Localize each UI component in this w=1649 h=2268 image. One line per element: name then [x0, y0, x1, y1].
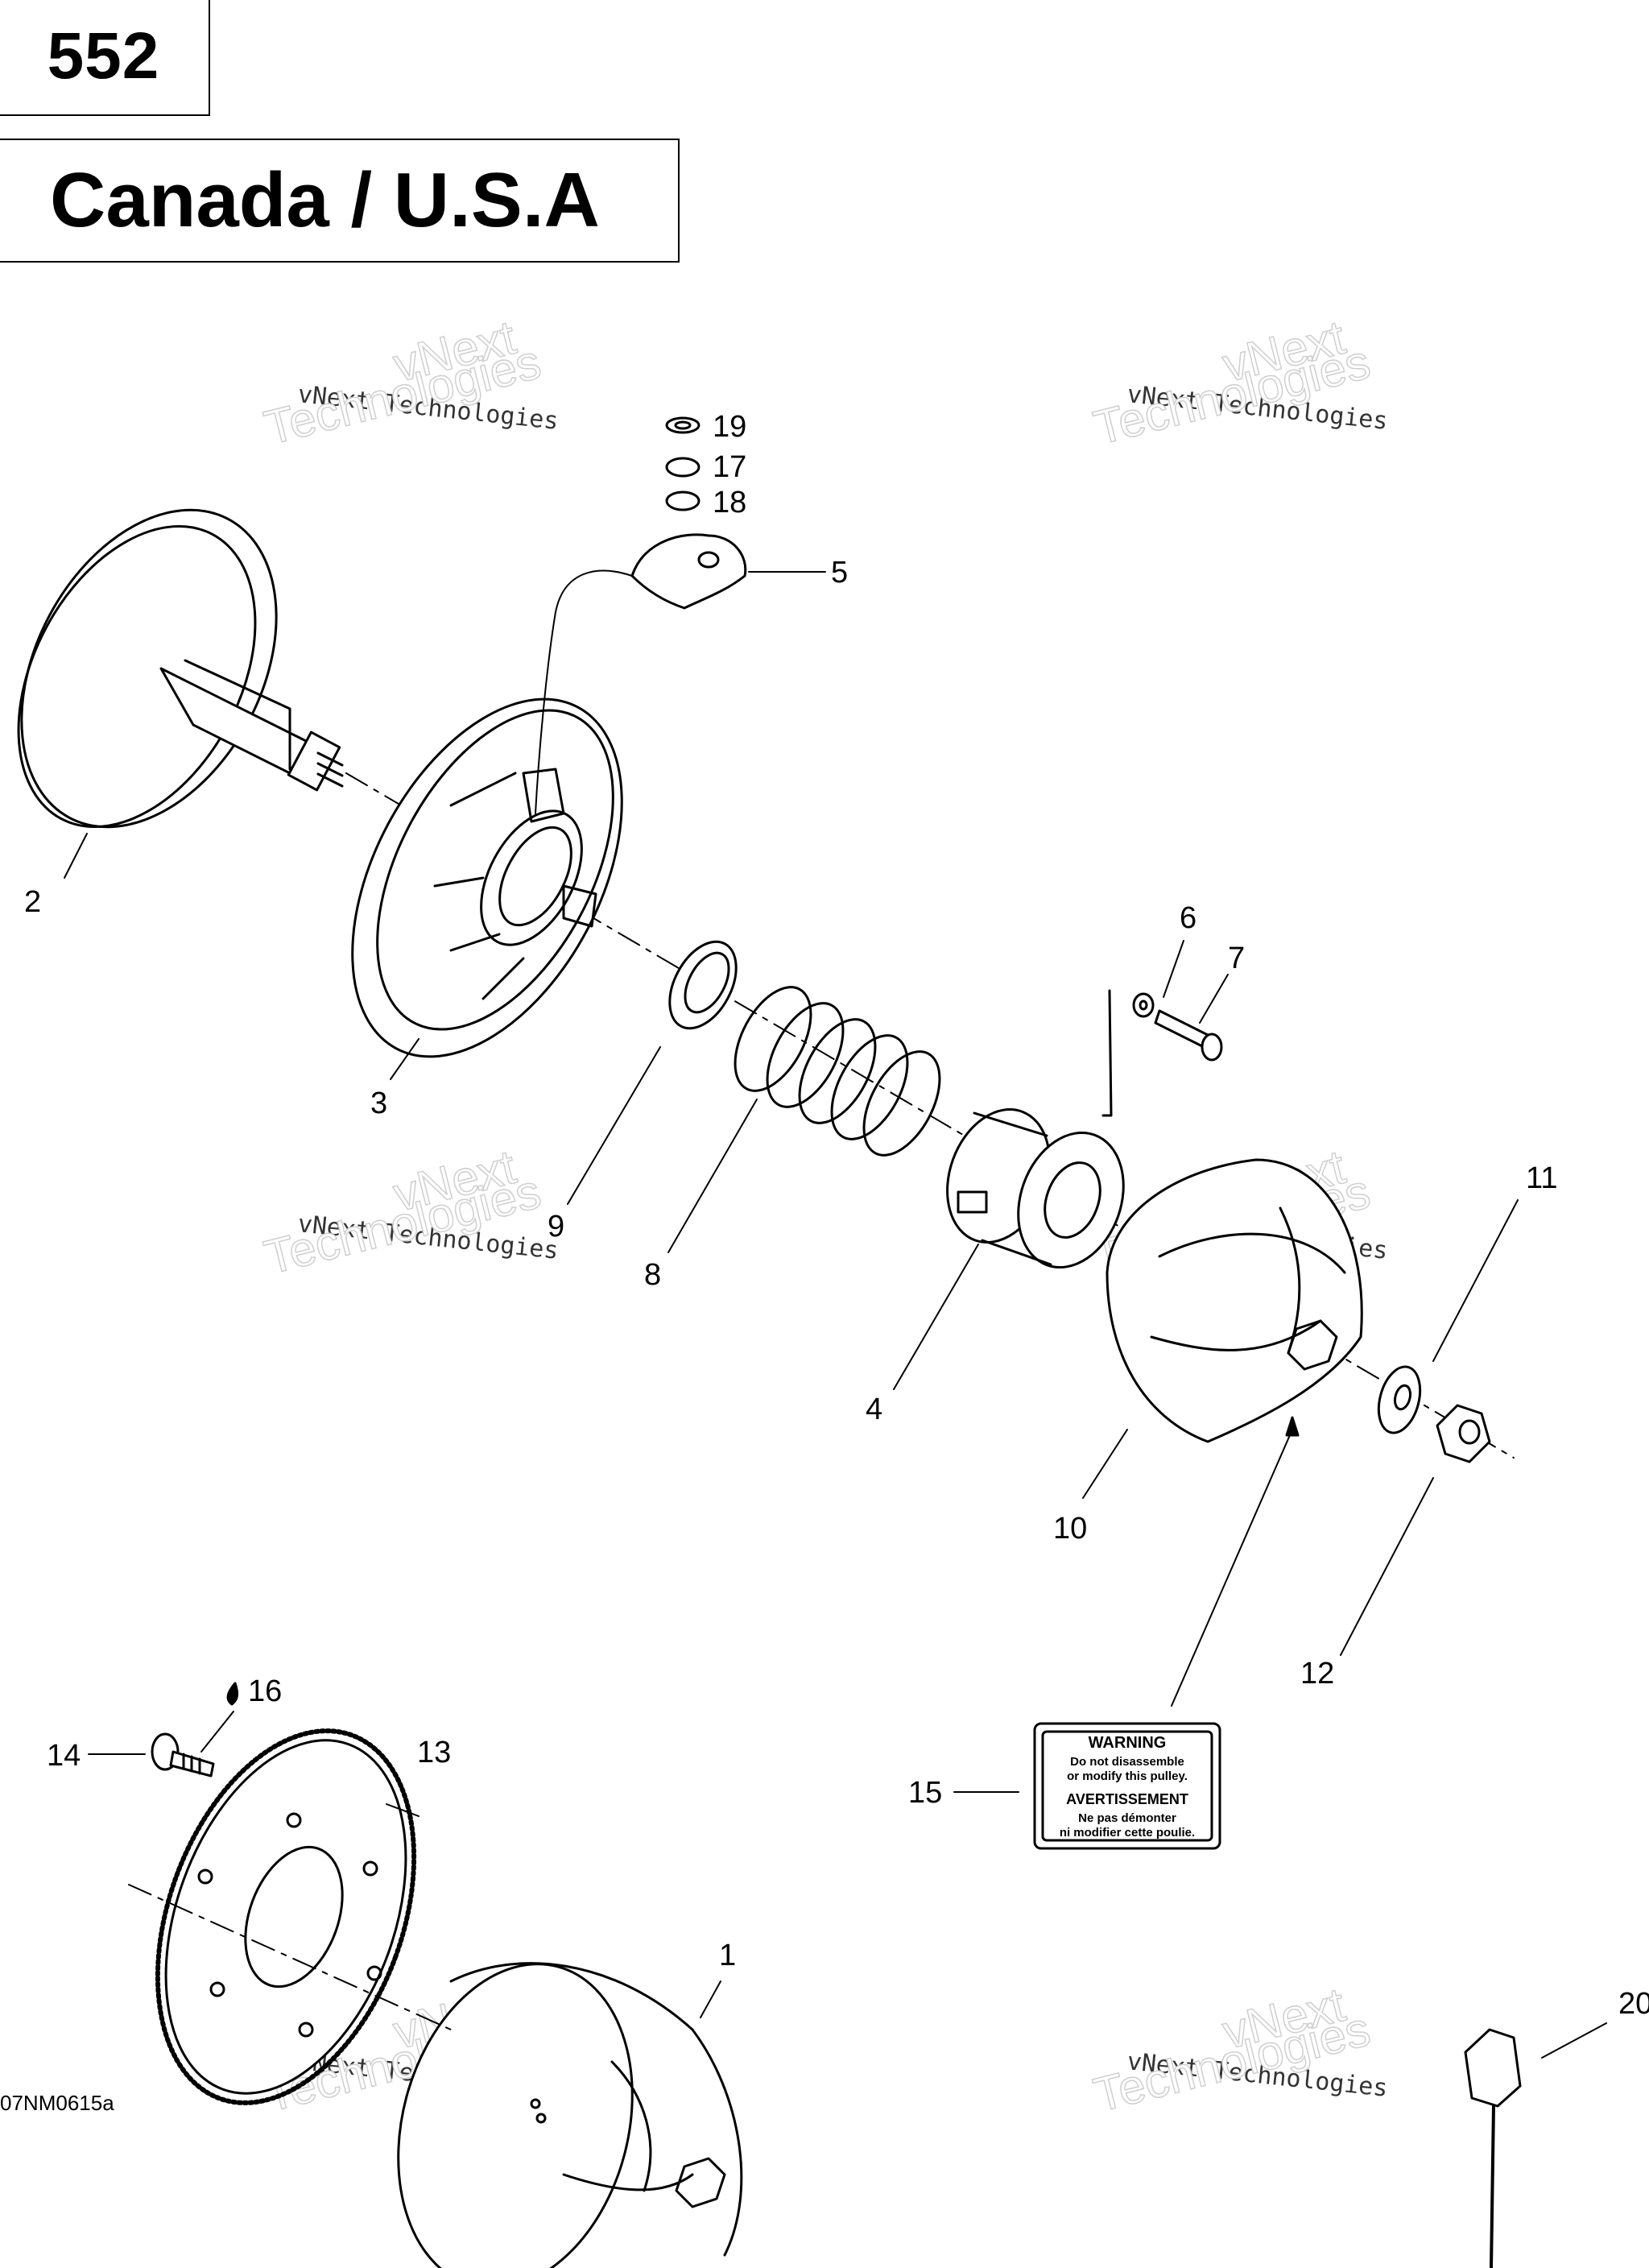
part-11-washer [1377, 1365, 1422, 1434]
region-title: Canada / U.S.A [50, 157, 600, 243]
part-16-drop-icon [226, 1682, 239, 1706]
callout-15: 15 [908, 1776, 942, 1810]
callout-7: 7 [1228, 942, 1245, 975]
part-5-cam-slider [535, 533, 747, 814]
part-4-cam [946, 1108, 1125, 1269]
warning-line-fr-1: Ne pas démonter [1078, 1811, 1176, 1825]
callout-3: 3 [370, 1086, 387, 1120]
callout-4: 4 [866, 1393, 882, 1426]
part-9-retainer-ring [668, 940, 738, 1030]
parts-6-7-washer-screw [1101, 989, 1223, 1117]
part-8-spring [734, 986, 941, 1157]
callout-18: 18 [713, 486, 746, 519]
callout-17: 17 [713, 450, 746, 484]
callout-9: 9 [548, 1210, 564, 1244]
callout-19: 19 [713, 410, 746, 444]
callout-6: 6 [1180, 901, 1196, 935]
callout-14: 14 [47, 1739, 81, 1773]
callout-20: 20 [1618, 1987, 1649, 2021]
warning-line-en-2: or modify this pulley. [1067, 1769, 1188, 1783]
callout-16: 16 [248, 1674, 282, 1708]
figure-code: 07NM0615a [0, 2091, 114, 2115]
part-1-drive-pulley [397, 1962, 743, 2268]
callout-1: 1 [719, 1939, 736, 1972]
part-14-screw [151, 1732, 215, 1778]
callout-13: 13 [417, 1736, 451, 1769]
leader-lines [64, 571, 1607, 2059]
page-number-box: 552 [0, 0, 210, 116]
part-10-cover [1106, 1158, 1363, 1443]
callout-5: 5 [831, 556, 848, 590]
warning-title-en: WARNING [1089, 1734, 1167, 1752]
callout-10: 10 [1053, 1512, 1087, 1546]
callout-11: 11 [1526, 1161, 1557, 1195]
region-title-box: Canada / U.S.A [0, 139, 680, 263]
label-pointer-arrow [1171, 1429, 1293, 1707]
part-12-nut [1436, 1404, 1491, 1463]
part-13-ring-gear [155, 1728, 417, 2105]
callout-8: 8 [644, 1258, 661, 1292]
lower-axis [128, 1884, 452, 2030]
part-20-tool [1464, 2028, 1522, 2268]
warning-line-en-1: Do not disassemble [1070, 1755, 1184, 1769]
warning-line-fr-2: ni modifier cette poulie. [1060, 1826, 1195, 1840]
part-3-sliding-sheave [351, 697, 623, 1058]
part-15-warning-label: WARNING Do not disassemble or modify thi… [1033, 1722, 1221, 1850]
callout-2: 2 [24, 885, 41, 919]
part-2-fixed-sheave [17, 508, 344, 829]
warning-title-fr: AVERTISSEMENT [1066, 1791, 1188, 1807]
callout-12: 12 [1300, 1657, 1334, 1691]
page-number: 552 [47, 19, 160, 93]
parts-17-18-19-washers [665, 416, 701, 511]
label-pointer-arrowhead [1285, 1416, 1300, 1437]
